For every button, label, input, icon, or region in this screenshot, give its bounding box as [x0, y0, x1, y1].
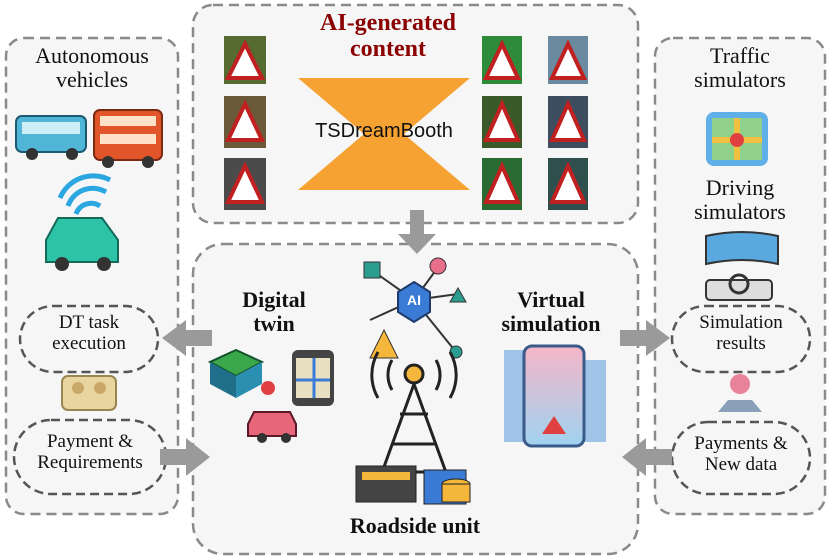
traffic-simulators-label: Traffic simulators	[694, 43, 786, 93]
task-node-shape	[18, 304, 160, 374]
digital-twin-map-icon	[207, 348, 334, 443]
connected-car-icon	[45, 173, 119, 271]
double-decker-bus-icon	[93, 109, 163, 168]
roadside-unit-label: Roadside unit	[349, 513, 481, 538]
phone-simulation-icon	[504, 344, 606, 448]
results-node-shape	[670, 304, 812, 374]
ai-badge-label: AI	[407, 292, 421, 308]
hologram-icon	[718, 374, 762, 412]
antenna-tower-icon	[370, 351, 458, 501]
simulation-results-label: Simulation results	[699, 312, 783, 354]
traffic-map-icon	[706, 112, 768, 166]
input-sign-thumbnails	[224, 36, 266, 210]
driving-simulators-label: Driving simulators	[694, 175, 786, 225]
digital-twin-label: Digital twin	[242, 287, 306, 337]
arrow-payment-to-center	[160, 438, 210, 476]
tsdreambooth-label: TSDreamBooth	[315, 120, 453, 142]
generated-sign-thumbnails	[482, 36, 588, 210]
arrow-center-to-task	[162, 320, 212, 356]
ai-generated-content-title: AI-generated content	[320, 10, 456, 63]
autonomous-vehicles-title: Autonomous vehicles	[35, 43, 149, 93]
ai-chip-icon	[363, 257, 467, 359]
arrow-top-to-center	[398, 210, 436, 254]
virtual-simulation-label: Virtual simulation	[501, 287, 601, 337]
payments-new-data-label: Payments & New data	[694, 433, 788, 475]
flow-arrows	[160, 210, 672, 476]
server-rack-icon	[355, 465, 471, 505]
dt-task-execution-label: DT task execution	[52, 312, 126, 354]
arrow-center-to-results	[620, 320, 670, 356]
payment-node-shape	[12, 418, 168, 496]
payment-requirements-label: Payment & Requirements	[37, 431, 143, 473]
bus-icon	[15, 115, 87, 160]
bowtie-shape	[298, 78, 470, 190]
driving-simulator-icon	[705, 231, 779, 301]
arrow-payments-to-center	[622, 438, 672, 476]
passenger-icon	[61, 375, 117, 411]
